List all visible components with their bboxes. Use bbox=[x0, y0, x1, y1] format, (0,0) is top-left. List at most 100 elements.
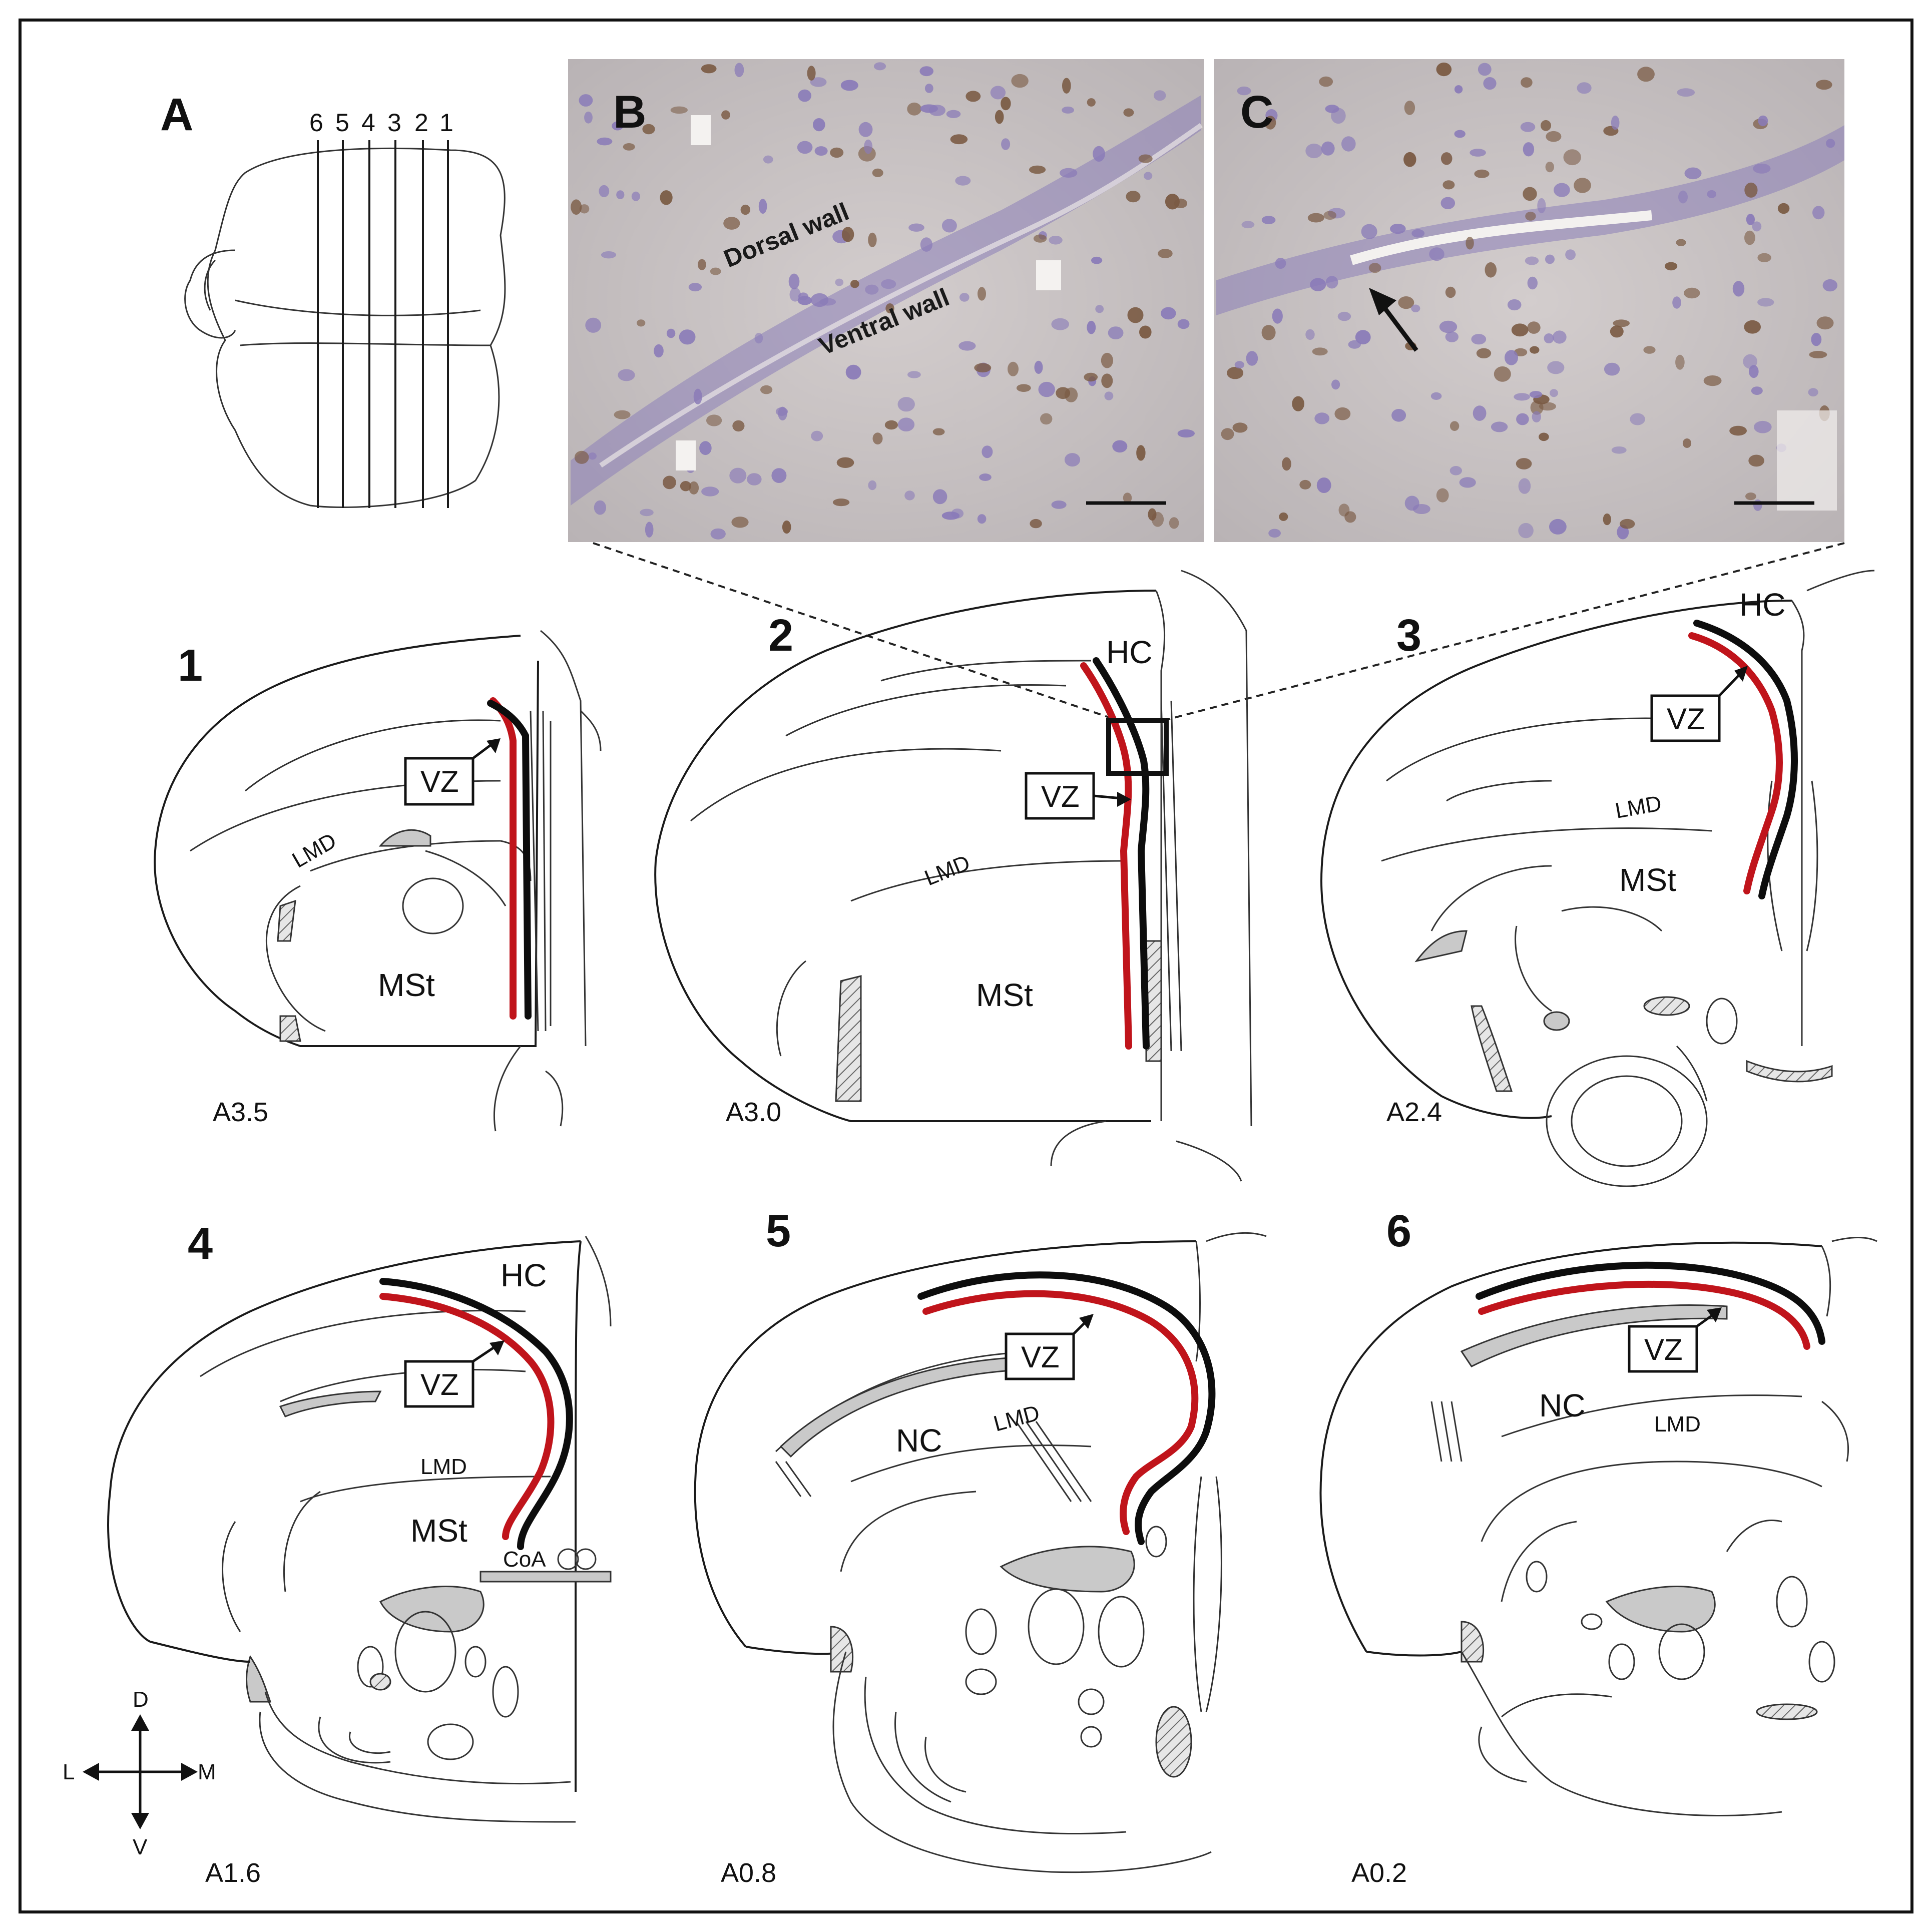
cell-nucleus bbox=[1241, 221, 1255, 229]
section-1-vz-arrow bbox=[472, 742, 494, 759]
cell-nucleus bbox=[1613, 319, 1630, 327]
cell-nucleus bbox=[1539, 402, 1556, 411]
cell-nucleus bbox=[1809, 351, 1827, 358]
cell-nucleus bbox=[1272, 308, 1283, 324]
section-4-red-line bbox=[379, 1293, 555, 1540]
cell-nucleus bbox=[670, 106, 688, 114]
section-2-black-line bbox=[1093, 657, 1150, 1050]
section-6-vz-box bbox=[1628, 1325, 1698, 1373]
cell-nucleus bbox=[920, 104, 938, 113]
cell-nucleus bbox=[1307, 213, 1324, 223]
section-4-coa-label: CoA bbox=[503, 1547, 546, 1572]
cell-nucleus bbox=[631, 191, 640, 201]
cell-nucleus bbox=[1545, 254, 1555, 264]
cell-nucleus bbox=[571, 199, 582, 215]
section-1-coordinate: A3.5 bbox=[213, 1097, 268, 1127]
cell-nucleus bbox=[1051, 318, 1069, 330]
cell-nucleus bbox=[1282, 457, 1291, 471]
cell-nucleus bbox=[951, 509, 964, 519]
cell-nucleus bbox=[1539, 432, 1549, 441]
cell-nucleus bbox=[1752, 221, 1762, 232]
cell-nucleus bbox=[1341, 136, 1356, 152]
cell-nucleus bbox=[1095, 305, 1104, 313]
section-4-number: 4 bbox=[188, 1219, 213, 1269]
panel-a-letter: A bbox=[160, 89, 193, 140]
cell-nucleus bbox=[1108, 326, 1124, 339]
cell-nucleus bbox=[872, 168, 883, 177]
cell-nucleus bbox=[594, 500, 606, 515]
cell-nucleus bbox=[1459, 477, 1476, 488]
cell-nucleus bbox=[1450, 421, 1460, 431]
cell-nucleus bbox=[1675, 354, 1685, 370]
cell-nucleus bbox=[1049, 236, 1063, 245]
cell-nucleus bbox=[1411, 229, 1425, 238]
section-1-vz-label: VZ bbox=[420, 765, 459, 798]
section-6-coordinate: A0.2 bbox=[1351, 1858, 1407, 1888]
cell-nucleus bbox=[1550, 389, 1558, 397]
cell-nucleus bbox=[601, 251, 617, 259]
section-4-vz-arrow bbox=[472, 1345, 497, 1363]
section-6-outline bbox=[1319, 1241, 1822, 1653]
section-4-vz-box bbox=[404, 1360, 474, 1408]
cell-nucleus bbox=[1227, 367, 1244, 379]
cell-nucleus bbox=[1541, 120, 1551, 131]
cell-nucleus bbox=[1439, 320, 1458, 333]
cell-nucleus bbox=[814, 146, 828, 156]
cell-nucleus bbox=[701, 64, 717, 74]
cell-nucleus bbox=[924, 84, 933, 93]
cell-nucleus bbox=[830, 147, 844, 158]
cell-nucleus bbox=[1744, 230, 1755, 245]
cell-nucleus bbox=[974, 363, 992, 373]
cell-nucleus bbox=[1268, 529, 1281, 538]
cell-nucleus bbox=[1261, 216, 1276, 224]
cell-nucleus bbox=[1753, 163, 1771, 174]
cell-nucleus bbox=[1454, 85, 1463, 94]
compass-medial-label: M bbox=[198, 1760, 216, 1784]
cell-nucleus bbox=[710, 528, 726, 540]
section-6-black-line bbox=[1476, 1261, 1825, 1345]
cell-nucleus bbox=[1165, 194, 1180, 210]
cell-nucleus bbox=[1177, 319, 1190, 329]
cell-nucleus bbox=[979, 473, 992, 481]
cell-nucleus bbox=[1753, 499, 1762, 511]
section-2-vz-label: VZ bbox=[1041, 780, 1080, 813]
cell-nucleus bbox=[1084, 372, 1098, 382]
section-4-black-line bbox=[379, 1278, 573, 1550]
cell-nucleus bbox=[841, 227, 854, 242]
cell-nucleus bbox=[1816, 80, 1832, 90]
cell-nucleus bbox=[579, 94, 593, 107]
cell-nucleus bbox=[1470, 149, 1486, 157]
cell-nucleus bbox=[1316, 477, 1331, 493]
section-5-vz-label: VZ bbox=[1021, 1340, 1060, 1374]
cell-nucleus bbox=[1514, 393, 1530, 401]
cell-nucleus bbox=[680, 481, 691, 492]
section-2-hc-label: HC bbox=[1106, 634, 1152, 670]
cell-nucleus bbox=[881, 279, 896, 289]
cell-nucleus bbox=[1677, 88, 1695, 97]
cell-nucleus bbox=[1527, 321, 1541, 334]
brain-dorsal-outline bbox=[184, 147, 506, 508]
cell-nucleus bbox=[729, 467, 747, 484]
cell-nucleus bbox=[1529, 391, 1543, 398]
cell-nucleus bbox=[1491, 421, 1508, 432]
cell-nucleus bbox=[950, 134, 968, 145]
cell-nucleus bbox=[1064, 453, 1081, 467]
cell-nucleus bbox=[1348, 340, 1361, 349]
section-3-vz-arrow bbox=[1718, 672, 1742, 697]
cell-nucleus bbox=[701, 487, 719, 497]
cell-nucleus bbox=[710, 267, 721, 275]
orientation-compass: D V L M bbox=[63, 1687, 216, 1859]
cell-nucleus bbox=[1390, 224, 1406, 234]
cell-nucleus bbox=[1516, 413, 1529, 425]
cell-nucleus bbox=[872, 432, 883, 444]
cell-nucleus bbox=[845, 364, 861, 380]
cell-nucleus bbox=[1123, 493, 1132, 504]
section-3-red-line bbox=[1688, 632, 1783, 894]
compass-ventral-label: V bbox=[133, 1835, 148, 1859]
cell-nucleus bbox=[1757, 298, 1774, 307]
cell-nucleus bbox=[1507, 299, 1522, 311]
cell-nucleus bbox=[758, 199, 767, 214]
section-5-outline bbox=[694, 1240, 1197, 1648]
cell-nucleus bbox=[614, 410, 631, 419]
